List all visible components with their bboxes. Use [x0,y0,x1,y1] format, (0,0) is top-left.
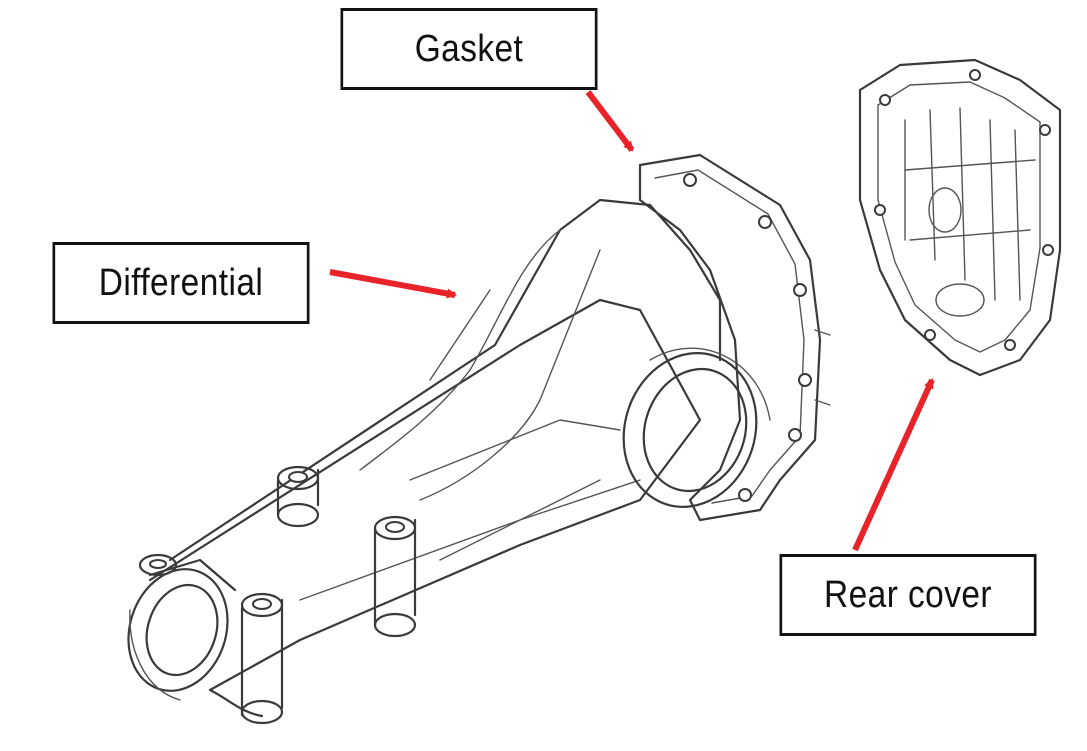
rear-cover-label: Rear cover [779,554,1037,636]
differential-arrow [329,269,457,299]
callout-arrows [329,90,935,552]
rear-cover-outline [858,58,1062,377]
gasket-arrow [585,90,635,152]
gasket-label: Gasket [340,8,598,90]
rear-cover-arrow [852,378,935,552]
gasket-outline [638,153,831,522]
differential-label: Differential [52,242,310,324]
differential-housing [127,198,771,725]
